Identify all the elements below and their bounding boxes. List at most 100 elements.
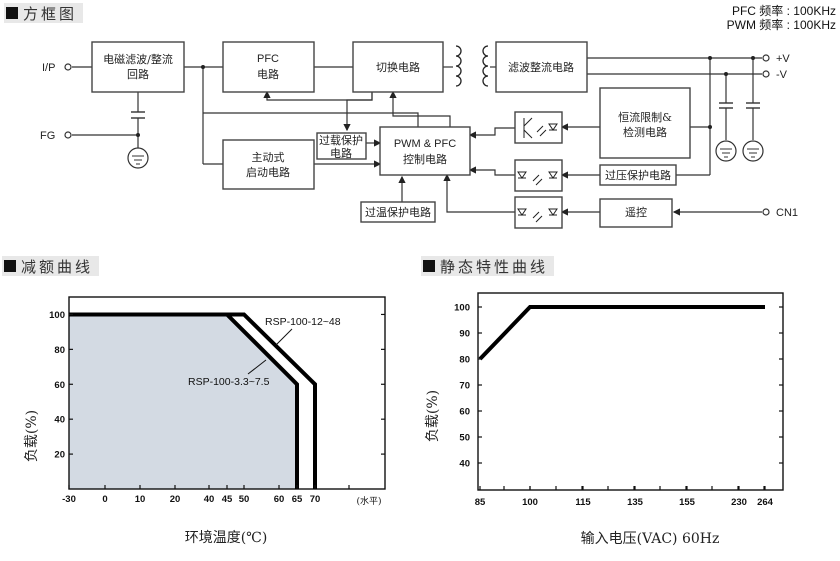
pwm-frequency: PWM 频率 : 100KHz: [726, 18, 836, 32]
block-overtemp: 过温保护电路: [360, 201, 436, 223]
y-tick-label: 60: [54, 380, 65, 391]
svg-text:过压保护电路: 过压保护电路: [605, 168, 671, 182]
svg-text:检测电路: 检测电路: [623, 125, 667, 139]
capacitor-icon: [719, 102, 733, 109]
svg-text:PFC: PFC: [257, 53, 279, 65]
frequency-info: PFC 频率 : 100KHz PWM 频率 : 100KHz: [727, 4, 836, 32]
block-controller: PWM & PFC 控制电路: [379, 126, 471, 176]
y-tick-label: 20: [54, 450, 65, 461]
block-pfc: PFC 电路: [222, 41, 315, 93]
vminus-label: -V: [776, 69, 788, 81]
x-tick-label: -30: [62, 494, 76, 505]
x-tick-label: 10: [135, 494, 146, 505]
section-title-text: 方框图: [23, 4, 78, 23]
x-tick-label: 20: [170, 494, 181, 505]
svg-text:控制电路: 控制电路: [403, 152, 447, 166]
x-tick-label: 65: [292, 494, 303, 505]
svg-text:过温保护电路: 过温保护电路: [365, 205, 431, 219]
y-tick-label: 80: [54, 345, 65, 356]
optocoupler-icon: [514, 159, 563, 192]
ip-label: I/P: [42, 62, 55, 74]
static-chart: 40 50 60 70 80 90 100 85 100 115 135 155 230 264 负载(%…: [425, 292, 784, 547]
derating-x-unit-label: (水平): [356, 495, 381, 507]
optocoupler-icon: [514, 111, 563, 144]
x-tick-label: 115: [575, 497, 591, 508]
square-bullet-icon: [4, 260, 16, 272]
block-diagram: I/P FG +V -V CN1 电磁滤波/整流 回路 PFC 电路 切换电路 …: [40, 41, 798, 229]
junction-dots: [136, 56, 755, 137]
annotation-leader: [275, 328, 293, 346]
x-tick-label: 40: [204, 494, 215, 505]
ground-icon: [127, 147, 149, 169]
section-title-static: 静态特性曲线: [421, 256, 555, 276]
x-tick-label: 60: [274, 494, 285, 505]
plot-frame: [477, 292, 784, 491]
annotation-leader: [247, 359, 267, 375]
square-bullet-icon: [6, 7, 18, 19]
series-area-0: [69, 314, 297, 489]
block-overload: 过载保护 电路: [316, 132, 367, 160]
y-tick-label: 70: [459, 381, 470, 392]
section-title-text: 减额曲线: [21, 257, 94, 276]
svg-text:电路: 电路: [257, 68, 279, 81]
series-line-0: [478, 305, 765, 361]
ground-icon: [715, 140, 737, 162]
derating-y-axis-title: 负载(%): [24, 410, 40, 462]
annotation-rsp-12-48: RSP-100-12~48: [265, 316, 341, 328]
svg-text:遥控: 遥控: [625, 205, 647, 219]
block-switching: 切换电路: [352, 41, 444, 93]
x-tick-label: 85: [475, 497, 486, 508]
y-tick-label: 100: [454, 303, 470, 314]
x-tick-label: 70: [310, 494, 321, 505]
y-tick-label: 100: [49, 310, 65, 321]
section-title-derating: 减额曲线: [2, 256, 100, 276]
block-overvoltage: 过压保护电路: [599, 164, 677, 186]
cn1-label: CN1: [776, 207, 798, 219]
y-tick-label: 80: [459, 355, 470, 366]
static-y-axis-title: 负载(%): [425, 390, 441, 442]
x-tick-label: 155: [679, 497, 696, 508]
capacitor-icon: [131, 111, 145, 119]
block-startup: 主动式 启动电路: [222, 139, 315, 190]
transformer-icon: [455, 45, 489, 87]
annotation-rsp-3-3-7-5: RSP-100-3.3~7.5: [188, 376, 270, 388]
svg-text:切换电路: 切换电路: [376, 60, 420, 74]
x-tick-label: 50: [239, 494, 250, 505]
y-tick-label: 90: [459, 329, 470, 340]
section-title-text: 静态特性曲线: [440, 257, 549, 276]
vplus-terminal: [762, 54, 770, 62]
y-tick-label: 40: [54, 415, 65, 426]
section-title-block-diagram: 方框图: [4, 3, 84, 23]
ip-terminal: [64, 63, 72, 71]
svg-text:滤波整流电路: 滤波整流电路: [508, 60, 574, 74]
svg-text:回路: 回路: [127, 68, 149, 81]
x-tick-label: 264: [757, 497, 774, 508]
svg-text:过载保护: 过载保护: [319, 133, 363, 147]
derating-x-axis-title: 环境温度(℃): [185, 530, 268, 546]
y-tick-label: 60: [459, 407, 470, 418]
svg-text:主动式: 主动式: [252, 151, 285, 164]
block-current-limit: 恒流限制& 检测电路: [599, 87, 691, 159]
svg-text:电路: 电路: [330, 147, 352, 160]
square-bullet-icon: [423, 260, 435, 272]
svg-text:启动电路: 启动电路: [246, 166, 290, 179]
x-tick-label: 45: [222, 494, 233, 505]
x-tick-label: 100: [522, 497, 538, 508]
fg-terminal: [64, 131, 72, 139]
pfc-frequency: PFC 频率 : 100KHz: [731, 4, 836, 18]
fg-label: FG: [40, 130, 55, 142]
y-tick-label: 50: [459, 433, 470, 444]
x-tick-label: 135: [627, 497, 644, 508]
y-tick-label: 40: [459, 459, 470, 470]
block-emi-filter: 电磁滤波/整流 回路: [91, 41, 185, 93]
capacitor-icon: [746, 102, 760, 109]
x-tick-label: 230: [731, 497, 747, 508]
block-remote: 遥控: [599, 198, 673, 228]
series-line-1: [69, 312, 317, 489]
cn1-terminal: [762, 208, 770, 216]
svg-text:PWM & PFC: PWM & PFC: [394, 138, 456, 150]
vplus-label: +V: [776, 53, 790, 65]
svg-text:恒流限制&: 恒流限制&: [618, 110, 672, 124]
vminus-terminal: [762, 70, 770, 78]
